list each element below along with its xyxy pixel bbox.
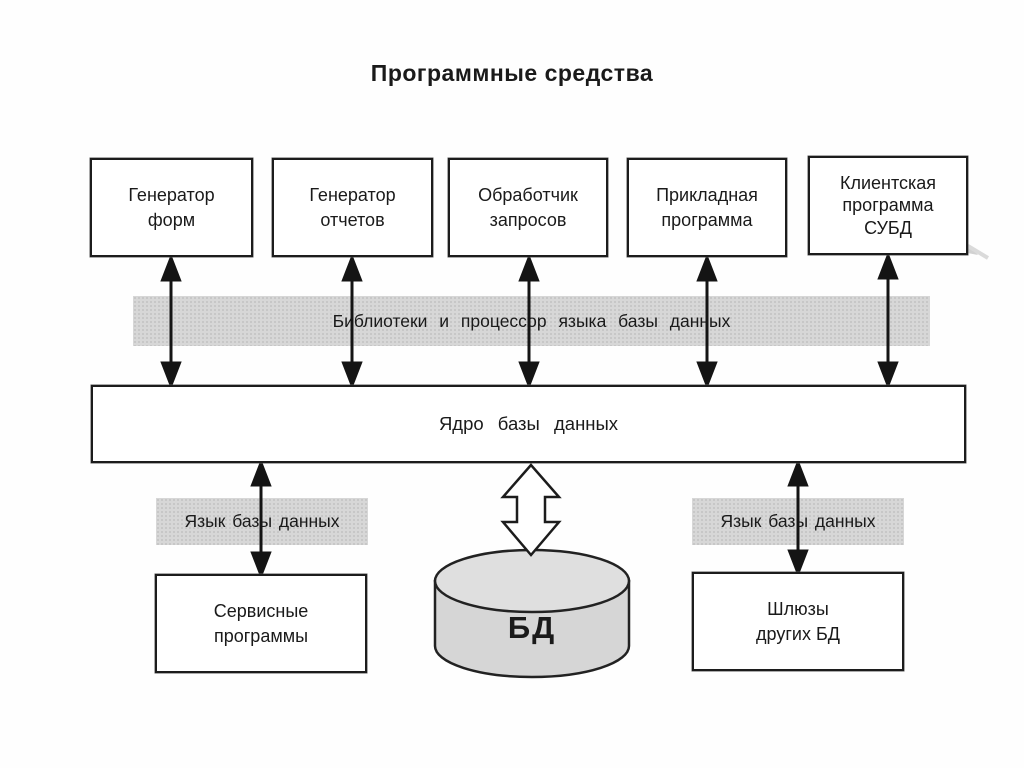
arrow-reports-kernel [341, 253, 363, 390]
page-title: Программные средства [370, 60, 654, 86]
arrow-forms-kernel [160, 253, 182, 390]
box-report-generator: Генератор отчетов [272, 158, 433, 257]
arrow-kernel-gateways [787, 458, 809, 578]
box-form-generator: Генератор форм [90, 158, 253, 257]
arrow-application-kernel [696, 253, 718, 390]
box-application-program: Прикладная программа [627, 158, 787, 257]
arrow-kernel-service [250, 458, 272, 580]
database-cylinder [433, 548, 631, 679]
arrow-query-kernel [518, 253, 540, 390]
arrow-client-kernel [877, 251, 899, 390]
box-other-db-gateways: Шлюзы других БД [692, 572, 904, 671]
box-database-kernel: Ядро базы данных [91, 385, 966, 463]
box-service-programs: Сервисные программы [155, 574, 367, 673]
database-cylinder-label: БД [507, 610, 557, 645]
library-processor-band: Библиотеки и процессор языка базы данных [133, 296, 930, 346]
box-dbms-client-program: Клиентская программа СУБД [808, 156, 968, 255]
cylinder-top [433, 548, 631, 614]
box-query-processor: Обработчик запросов [448, 158, 608, 257]
arrow-kernel-database-hollow [500, 463, 562, 557]
